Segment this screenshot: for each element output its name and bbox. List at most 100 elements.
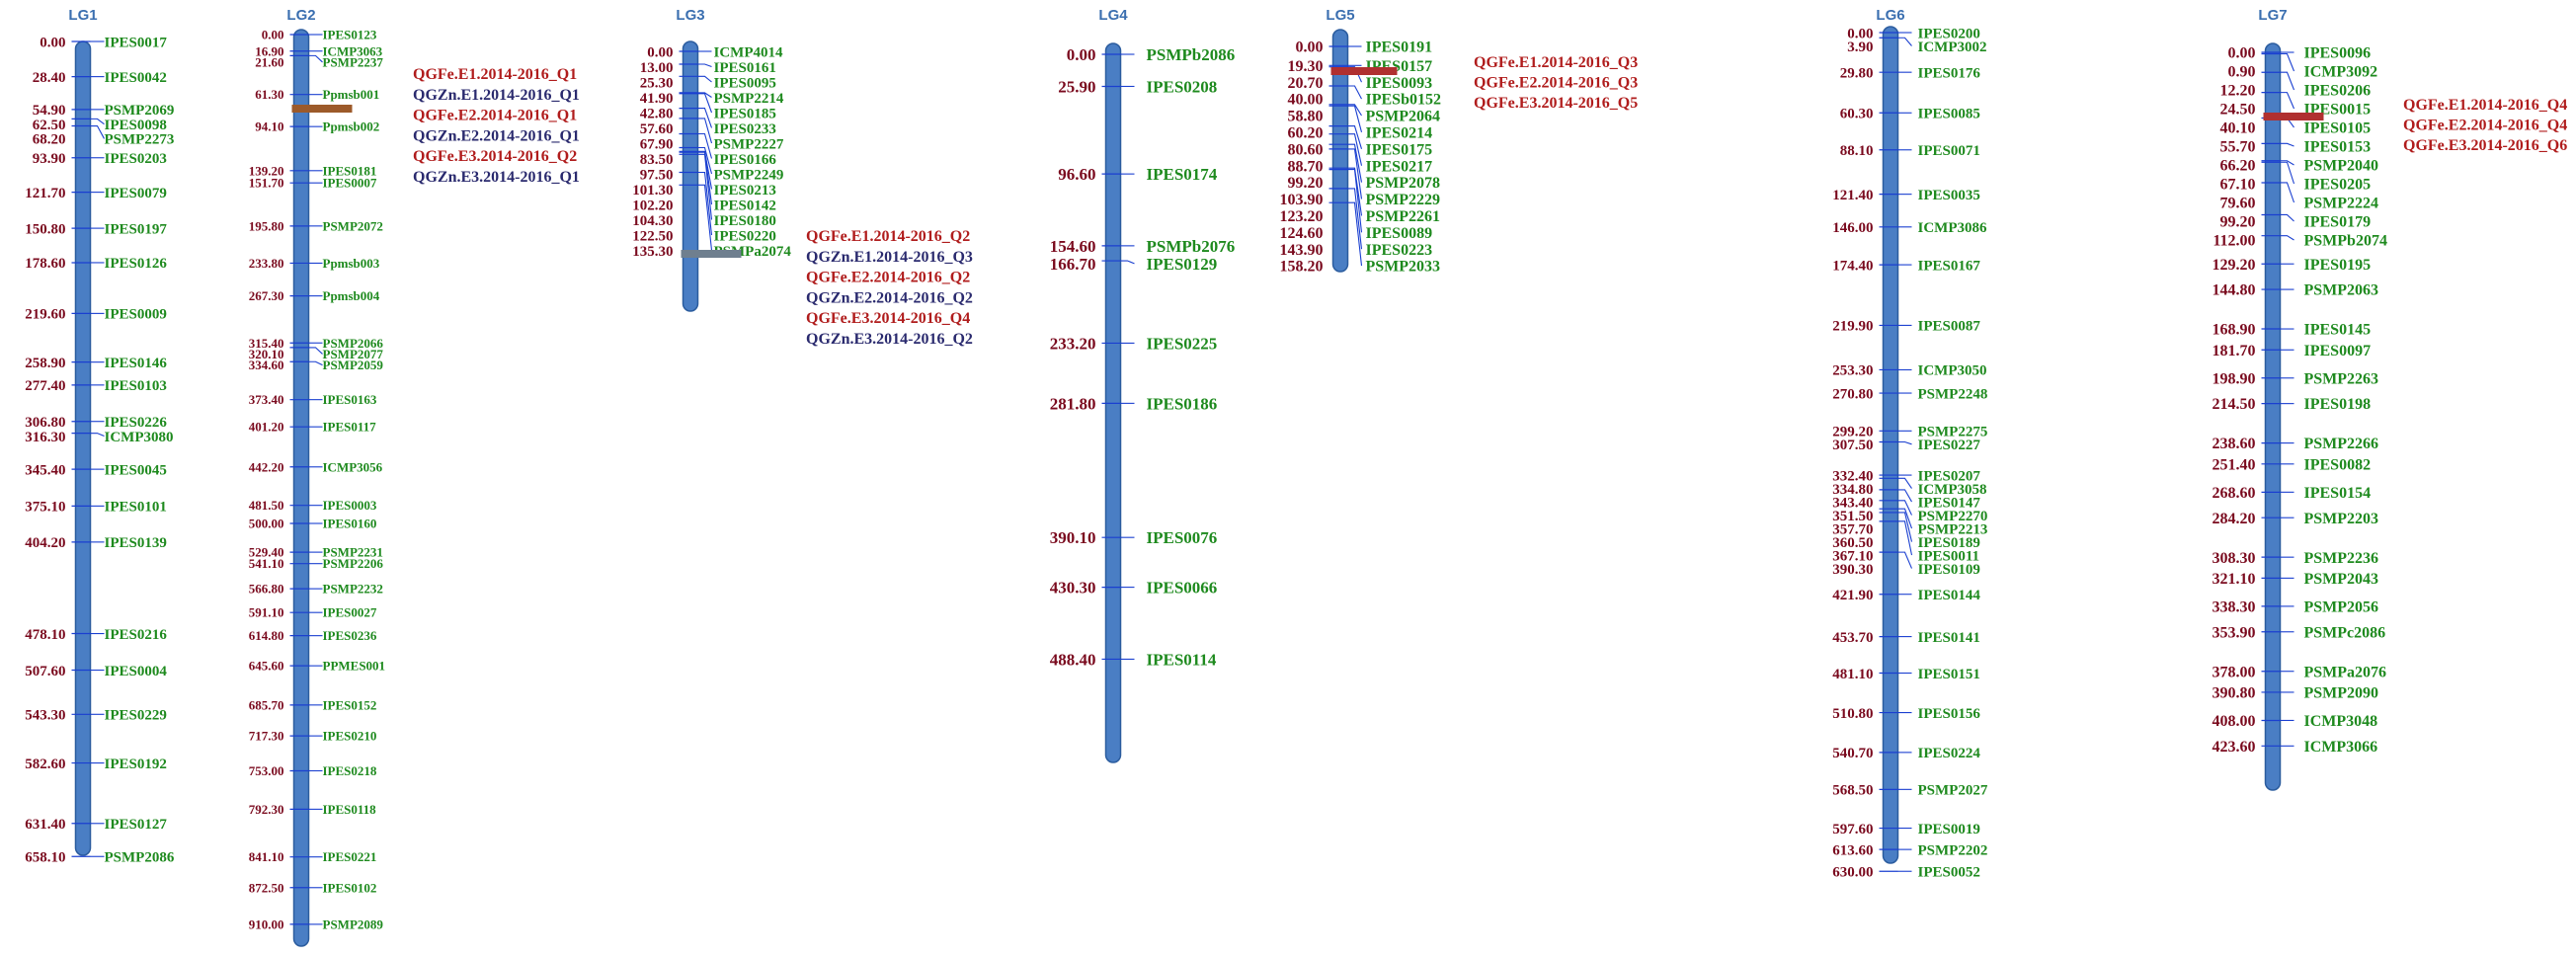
marker-position: 597.60: [1832, 822, 1873, 837]
marker-position: 685.70: [249, 697, 284, 712]
marker-name: PSMP2056: [2304, 599, 2379, 616]
marker-position: 401.20: [249, 420, 284, 435]
marker-connector: [2280, 160, 2294, 166]
marker-name: IPES0142: [714, 198, 776, 213]
marker-position: 281.80: [1050, 394, 1096, 413]
marker-connector: [697, 108, 713, 128]
marker-connector: [1897, 37, 1912, 46]
qtl-label: QGZn.E3.2014-2016_Q2: [806, 331, 973, 348]
marker-connector: [2280, 52, 2295, 72]
qtl-label: QGZn.E1.2014-2016_Q1: [413, 87, 580, 104]
marker-position: 25.30: [640, 75, 674, 91]
marker-position: 41.90: [640, 91, 674, 107]
marker-position: 124.60: [1280, 225, 1324, 242]
marker-name: IPES0223: [1366, 242, 1433, 259]
qtl-label: QGFe.E1.2014-2016_Q4: [2403, 97, 2567, 114]
marker-position: 29.80: [1840, 65, 1874, 81]
qtl-label: QGFe.E1.2014-2016_Q3: [1474, 54, 1638, 71]
marker-position: 93.90: [33, 151, 66, 167]
marker-name: Ppmsb003: [323, 256, 380, 271]
marker-position: 321.10: [2213, 571, 2256, 588]
marker-position: 540.70: [1832, 746, 1873, 761]
marker-position: 67.90: [640, 136, 674, 152]
marker-position: 166.70: [1050, 255, 1096, 274]
marker-name: PSMP2202: [1918, 842, 1988, 858]
chromosome-bar: [292, 29, 310, 947]
marker-connector: [1347, 148, 1363, 199]
marker-name: PSMP2064: [1366, 109, 1441, 125]
marker-name: IPES0045: [105, 462, 167, 478]
marker-name: IPES0105: [2304, 120, 2372, 137]
marker-connector: [2280, 142, 2294, 147]
marker-name: PSMP2089: [323, 916, 384, 931]
marker-position: 0.00: [1067, 45, 1096, 64]
marker-name: ICMP3056: [323, 459, 383, 474]
marker-position: 373.40: [249, 392, 284, 407]
marker-position: 408.00: [2213, 713, 2256, 730]
marker-position: 910.00: [249, 916, 284, 931]
qtl-label: QGFe.E2.2014-2016_Q3: [1474, 75, 1638, 92]
marker-name: IPES0085: [1918, 107, 1980, 122]
marker-position: 40.00: [1288, 92, 1324, 109]
marker-name: IPES0220: [714, 228, 776, 244]
marker-name: IPES0141: [1918, 630, 1980, 646]
marker-position: 181.70: [2213, 343, 2256, 359]
marker-connector: [1347, 188, 1363, 250]
marker-position: 24.50: [2220, 102, 2256, 119]
marker-name: IPES0166: [714, 152, 777, 168]
marker-position: 423.60: [2213, 739, 2256, 756]
qtl-label: QGFe.E2.2014-2016_Q4: [2403, 118, 2567, 134]
marker-name: IPES0103: [105, 378, 167, 394]
marker-name: PSMP2263: [2304, 370, 2379, 387]
marker-position: 390.10: [1050, 528, 1096, 547]
marker-name: PSMPb2076: [1147, 237, 1236, 256]
marker-connector: [308, 54, 323, 63]
marker-name: IPES0197: [105, 221, 168, 237]
marker-connector: [90, 118, 105, 125]
marker-name: PSMP2063: [2304, 282, 2379, 299]
marker-position: 306.80: [25, 415, 65, 431]
marker-position: 99.20: [1288, 175, 1324, 192]
marker-position: 103.90: [1280, 192, 1324, 208]
marker-name: PSMP2237: [323, 54, 384, 69]
qtl-label: QGFe.E3.2014-2016_Q5: [1474, 95, 1638, 112]
marker-position: 101.30: [632, 183, 673, 199]
marker-name: PSMP2248: [1918, 386, 1988, 402]
marker-connector: [1897, 508, 1913, 529]
marker-position: 753.00: [249, 763, 284, 778]
qtl-label: QGFe.E3.2014-2016_Q4: [806, 310, 970, 327]
marker-connector: [2280, 71, 2295, 91]
marker-position: 308.30: [2213, 550, 2256, 567]
linkage-group-title: LG3: [676, 7, 704, 24]
marker-position: 21.60: [255, 54, 283, 69]
marker-connector: [697, 151, 713, 205]
marker-name: Ppmsb004: [323, 288, 380, 303]
marker-name: PSMP2206: [323, 556, 384, 571]
marker-position: 151.70: [249, 176, 284, 191]
marker-name: IPES0145: [2304, 322, 2372, 339]
marker-name: IPES0154: [2304, 485, 2372, 502]
marker-position: 99.20: [2220, 214, 2256, 231]
marker-name: PSMP2236: [2304, 550, 2379, 567]
marker-position: 453.70: [1832, 630, 1873, 646]
marker-position: 25.90: [1058, 77, 1095, 96]
marker-position: 0.00: [262, 28, 284, 42]
marker-position: 0.00: [1847, 26, 1873, 41]
marker-name: PSMP2227: [714, 136, 784, 152]
marker-position: 12.20: [2220, 83, 2256, 100]
marker-position: 60.30: [1840, 107, 1874, 122]
qtl-label: QGZn.E1.2014-2016_Q3: [806, 249, 973, 266]
marker-position: 299.20: [1832, 425, 1873, 440]
marker-name: IPES0009: [105, 307, 167, 323]
marker-position: 0.00: [647, 44, 673, 60]
marker-name: IPES0195: [2304, 257, 2372, 274]
marker-position: 367.10: [1832, 548, 1873, 564]
marker-position: 158.20: [1280, 259, 1324, 276]
marker-position: 129.20: [2213, 257, 2256, 274]
marker-position: 338.30: [2213, 599, 2256, 616]
marker-position: 478.10: [25, 627, 65, 643]
marker-position: 500.00: [249, 517, 284, 531]
chromosome-bar: [1882, 26, 1899, 864]
